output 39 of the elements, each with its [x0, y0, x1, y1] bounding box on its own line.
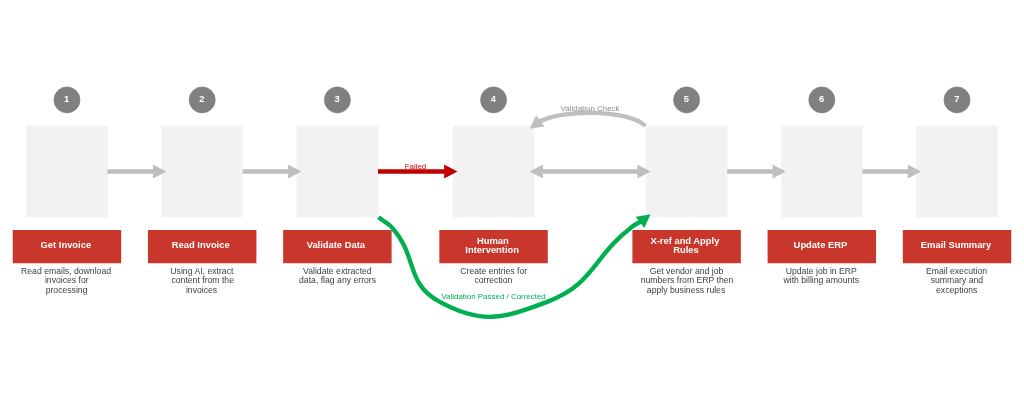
node-circle: 3 — [324, 86, 351, 113]
node-label: Using AI, extract content from the invoices — [170, 265, 235, 295]
arrow — [107, 164, 167, 178]
node-box — [26, 125, 108, 217]
arrow — [727, 164, 786, 178]
node-box — [161, 125, 244, 217]
node-box: Human Intervention — [439, 229, 548, 263]
arrow — [377, 164, 458, 178]
node-label: Read emails, download invoices for processing — [21, 265, 112, 295]
node-circle: 7 — [943, 86, 971, 113]
edge-label: Validation Passed / Corrected — [441, 291, 546, 301]
node-circle: 1 — [53, 86, 81, 113]
node-circle: 2 — [188, 86, 216, 113]
node-box: Email Summary — [902, 229, 1012, 263]
node-box: Validate Data — [283, 229, 392, 263]
node-box — [645, 125, 728, 217]
node-label: Create entries for correction — [460, 265, 528, 285]
node-box: Get Invoice — [12, 229, 122, 263]
arrow — [529, 110, 647, 129]
node-label: Email execution summary and exceptions — [925, 265, 988, 295]
node-box — [452, 125, 535, 217]
node-label: Validate extracted data, flag any errors — [299, 265, 377, 285]
node-box — [296, 125, 379, 217]
arrow — [377, 213, 651, 319]
node-circle: 4 — [480, 86, 507, 113]
node-box: X-ref and Apply Rules — [632, 229, 741, 263]
arrow — [242, 164, 302, 178]
edge-label: Validation Check — [560, 103, 620, 113]
arrow — [529, 164, 651, 178]
node-circle: 5 — [673, 86, 700, 113]
node-box: Read Invoice — [147, 229, 257, 263]
node-label: Update job in ERP with billing amounts — [783, 265, 860, 285]
node-box — [916, 125, 998, 217]
node-box: Update ERP — [767, 229, 877, 263]
arrow — [862, 164, 922, 178]
node-box — [780, 125, 863, 217]
edge-label: Failed — [404, 161, 427, 171]
node-label: Get vendor and job numbers from ERP then apply business rules — [640, 265, 734, 295]
node-circle: 6 — [808, 86, 836, 113]
